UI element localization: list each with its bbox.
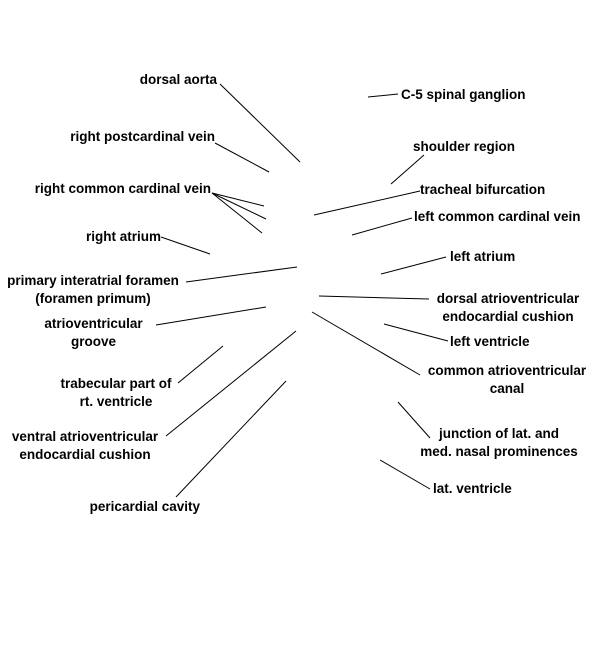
label-left-atrium: left atrium	[450, 249, 516, 264]
label-dorsal-av-cushion: dorsal atrioventricular endocardial cush…	[436, 291, 580, 324]
leader-left-ventricle	[383, 323, 449, 342]
leader-right-common-cardinal-vein-1	[211, 192, 265, 207]
label-right-postcardinal-vein: right postcardinal vein	[70, 129, 215, 144]
leader-ventral-av-cushion	[165, 330, 297, 437]
leader-right-common-cardinal-vein-2	[211, 192, 267, 220]
label-atrioventricular-groove: atrioventricular groove	[44, 316, 143, 349]
label-lat-ventricle: lat. ventricle	[433, 481, 512, 496]
leader-shoulder-region	[390, 154, 425, 185]
leader-tracheal-bifurcation	[313, 190, 421, 216]
leader-c5-spinal-ganglion	[367, 93, 399, 98]
leader-right-common-cardinal-vein-3	[211, 192, 263, 234]
label-primary-interatrial-foramen: primary interatrial foramen (foramen pri…	[7, 273, 179, 306]
leader-dorsal-av-cushion	[318, 295, 430, 300]
leader-common-av-canal	[311, 311, 421, 376]
leader-pericardial-cavity	[175, 380, 287, 498]
label-pericardial-cavity: pericardial cavity	[89, 499, 200, 514]
label-right-atrium: right atrium	[85, 229, 161, 244]
label-ventral-av-cushion: ventral atrioventricular endocardial cus…	[11, 429, 159, 462]
leader-dorsal-aorta	[219, 83, 301, 163]
leader-trabecular-part	[177, 345, 224, 384]
leader-lat-ventricle	[379, 459, 431, 490]
leader-nasal-prominences-junction	[397, 401, 431, 439]
leader-primary-interatrial-foramen	[185, 266, 298, 283]
leader-left-atrium	[380, 256, 447, 275]
label-dorsal-aorta: dorsal aorta	[139, 72, 217, 87]
label-left-common-cardinal-vein: left common cardinal vein	[414, 209, 581, 224]
label-common-av-canal: common atrioventricular canal	[427, 363, 587, 396]
leader-left-common-cardinal-vein	[351, 217, 413, 236]
label-c5-spinal-ganglion: C-5 spinal ganglion	[401, 87, 526, 102]
label-shoulder-region: shoulder region	[413, 139, 516, 154]
label-nasal-prominences-junction: junction of lat. and med. nasal prominen…	[420, 426, 578, 459]
leader-atrioventricular-groove	[155, 306, 267, 326]
label-right-common-cardinal-vein: right common cardinal vein	[34, 181, 211, 196]
label-left-ventricle: left ventricle	[450, 334, 530, 349]
leader-right-atrium	[160, 236, 211, 255]
label-trabecular-part: trabecular part of rt. ventricle	[60, 376, 172, 409]
leader-right-postcardinal-vein	[214, 142, 270, 173]
label-tracheal-bifurcation: tracheal bifurcation	[420, 182, 546, 197]
